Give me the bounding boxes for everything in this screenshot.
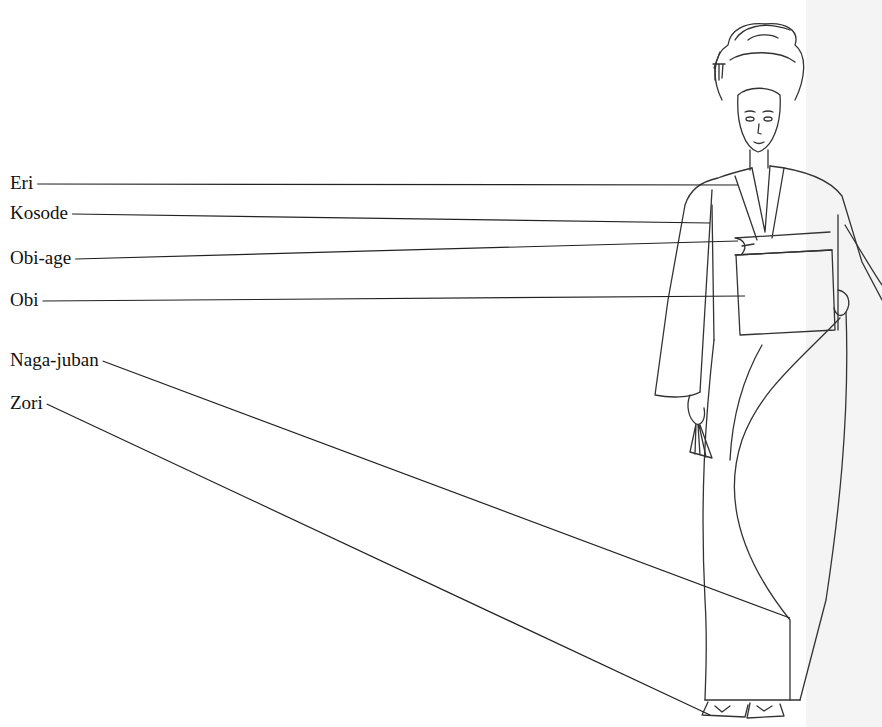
collar <box>752 166 770 232</box>
skirt-left <box>703 340 714 700</box>
eye <box>764 117 772 121</box>
skirt-right <box>800 312 847 700</box>
face <box>738 88 781 152</box>
part-label: Obi-age <box>10 247 71 269</box>
obi-age-knot <box>736 238 754 254</box>
nose <box>758 124 761 134</box>
left-hand <box>688 395 705 424</box>
hair-ornament <box>735 25 790 40</box>
leader-line <box>72 214 710 223</box>
hair-bun <box>730 53 795 62</box>
leader-line <box>37 184 738 185</box>
part-label: Naga-juban <box>10 349 99 371</box>
page-shade <box>806 0 882 727</box>
collar-band <box>735 168 784 240</box>
hair-bun <box>748 35 778 40</box>
sleeve-fold <box>700 190 712 392</box>
part-label: Zori <box>10 392 43 414</box>
leader-line <box>103 361 790 618</box>
leader-lines <box>37 184 790 715</box>
drape-fold <box>730 345 762 460</box>
part-label: Kosode <box>10 202 68 224</box>
brows <box>745 111 773 112</box>
kanzashi <box>713 52 725 80</box>
part-label: Eri <box>10 172 33 194</box>
right-hand <box>834 290 849 315</box>
fan <box>690 424 712 458</box>
right-sleeve <box>770 166 882 300</box>
obi <box>736 250 835 335</box>
zori-strap <box>715 706 772 712</box>
eye <box>746 117 754 121</box>
body-left <box>712 205 714 340</box>
drape-fold <box>734 318 840 700</box>
body-right <box>837 215 838 330</box>
leader-line <box>43 296 746 301</box>
hem <box>705 699 800 700</box>
mouth <box>754 142 764 144</box>
leader-line <box>47 404 710 715</box>
figure <box>655 24 882 718</box>
part-label: Obi <box>10 289 39 311</box>
right-sleeve-fold <box>845 225 882 285</box>
leader-line <box>75 241 738 259</box>
obi-age <box>735 232 832 255</box>
neck <box>750 150 768 170</box>
